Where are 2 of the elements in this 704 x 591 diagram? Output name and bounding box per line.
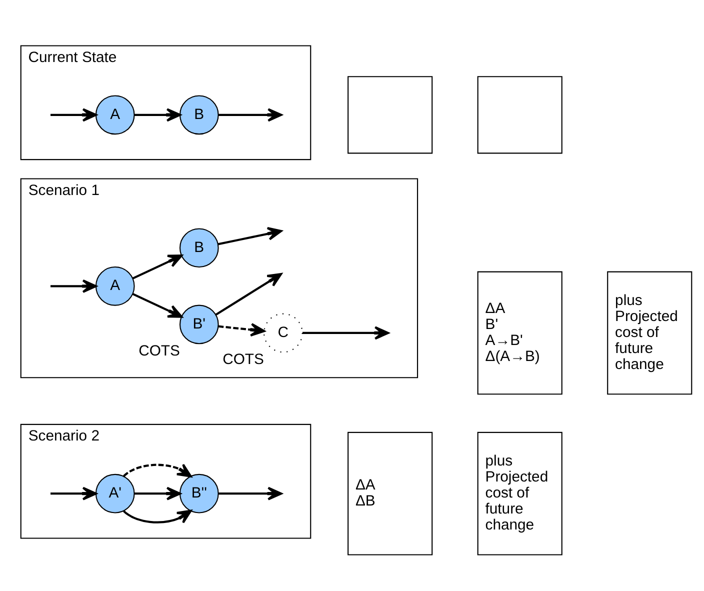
node-label: COTS bbox=[222, 352, 264, 368]
node-label: COTS bbox=[138, 343, 180, 360]
